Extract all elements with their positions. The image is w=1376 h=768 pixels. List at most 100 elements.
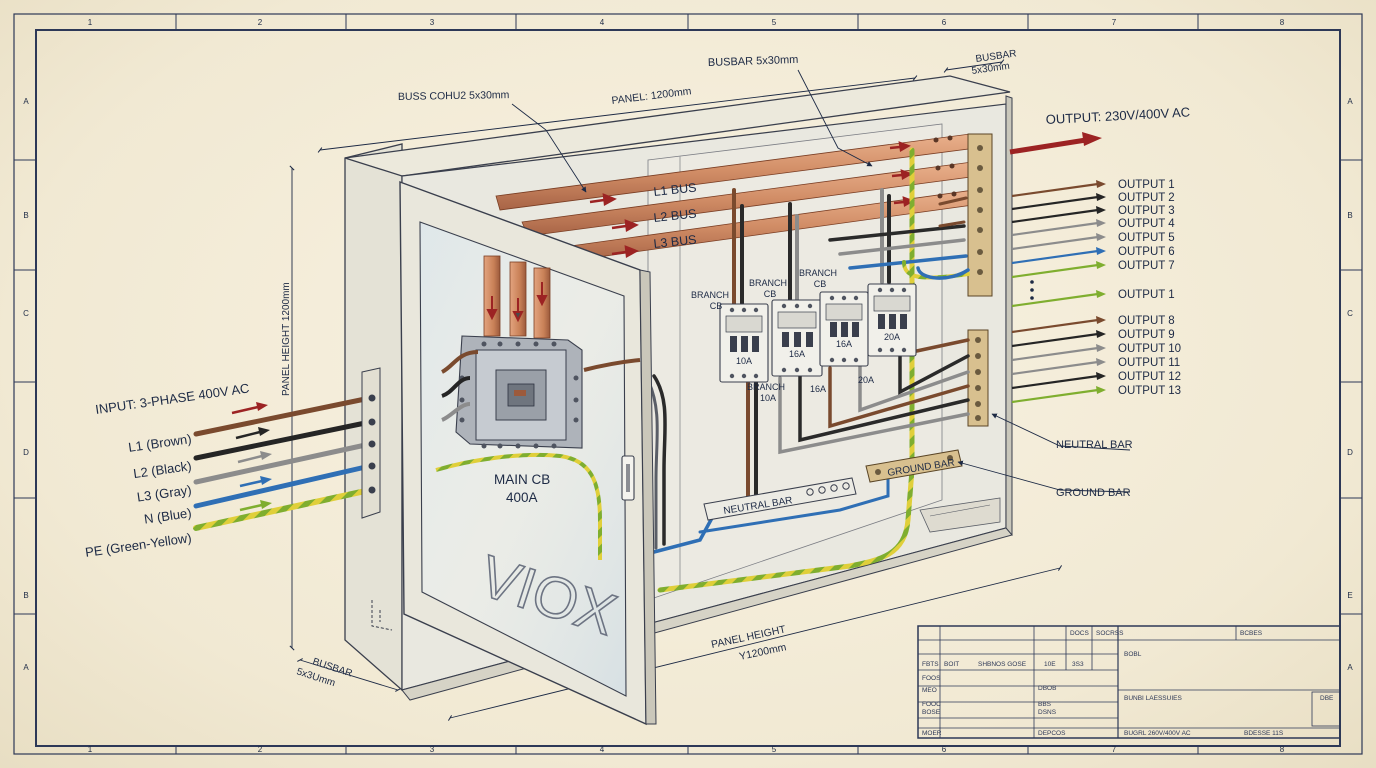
cb1-bottom-1: BRANCH: [747, 382, 785, 392]
tb-r8-c3: BUGRL 260V/400V AC: [1124, 730, 1191, 737]
bus-label-l3: L3 BUS: [653, 233, 697, 251]
main-cb-label-2: 400A: [506, 490, 538, 505]
output-label: OUTPUT 13: [1118, 385, 1181, 397]
output-arrow-icon: [1096, 206, 1106, 214]
output-label: OUTPUT 12: [1118, 371, 1181, 383]
frame-row-right-4: D: [1347, 448, 1353, 457]
output-label: OUTPUT 5: [1118, 232, 1175, 244]
output-line: [1011, 235, 1099, 251]
cb4-rating: 20A: [884, 332, 900, 342]
output-line: [1011, 318, 1099, 334]
branch-cb-1[interactable]: [719, 303, 769, 383]
tb-r4-c1: FOOS: [922, 675, 941, 682]
output-main-label: OUTPUT: 230V/400V AC: [1045, 104, 1190, 127]
cb1-rating: 10A: [736, 356, 752, 366]
output-line: [1011, 346, 1099, 362]
dimension-lines: [289, 59, 1063, 721]
output-label: OUTPUT 7: [1118, 260, 1175, 272]
input-arrows: [231, 402, 272, 512]
output-arrow-icon: [1096, 219, 1106, 227]
frame-col-3: 3: [430, 18, 435, 27]
tb-r3-c2: BOIT: [944, 661, 959, 668]
tb-r8-c2: DEPCOS: [1038, 730, 1066, 737]
output-label: OUTPUT 6: [1118, 246, 1175, 258]
output-arrow-icon: [1096, 372, 1106, 380]
tb-r5-c3: BUNBI LAESSUIES: [1124, 695, 1182, 702]
frame-col-7: 7: [1112, 18, 1117, 27]
internal-wiring: [646, 147, 970, 593]
frame-col-2-bottom: 2: [258, 745, 263, 754]
cb3-top-1: BRANCH: [799, 268, 837, 278]
callout-leaders: [511, 69, 1131, 493]
frame-col-2: 2: [258, 18, 263, 27]
output-arrow-icon: [1096, 261, 1106, 269]
frame-col-4: 4: [600, 18, 605, 27]
cb2-top-1: BRANCH: [749, 278, 787, 288]
dim-panel-width: PANEL: 1200mm: [611, 85, 692, 107]
output-terminal-strips: [967, 133, 993, 427]
frame-col-8-bottom: 8: [1280, 745, 1285, 754]
tb-r3-c1: FBTS: [922, 661, 939, 668]
output-ellipsis-icon: [1030, 280, 1034, 300]
branch-cb-2[interactable]: [771, 299, 823, 377]
output-label: OUTPUT 10: [1118, 343, 1181, 355]
output-label: OUTPUT 2: [1118, 192, 1175, 204]
cb1-bottom-2: 10A: [760, 393, 776, 403]
output-label: OUTPUT 11: [1118, 357, 1180, 369]
callout-busbar-main: BUSBAR 5x30mm: [708, 54, 799, 69]
branch-cb-4[interactable]: [867, 283, 917, 357]
cb3-top-2: CB: [814, 279, 827, 289]
output-label: OUTPUT 1: [1118, 179, 1175, 191]
frame-row-right-6: A: [1347, 663, 1353, 672]
bus-label-l2: L2 BUS: [653, 207, 697, 225]
callout-neutral-bar: NEUTRAL BAR: [1056, 439, 1133, 451]
callout-ground-bar: GROUND BAR: [1056, 487, 1131, 499]
frame-row-left-5: B: [23, 591, 28, 600]
output-label: OUTPUT 1: [1118, 289, 1175, 301]
input-wire-l3-label: L3 (Gray): [136, 482, 192, 504]
output-line: [1011, 182, 1099, 198]
cb3-rating: 16A: [836, 339, 852, 349]
output-line: [1011, 388, 1099, 404]
tb-r3-c3: SHBNOS GOSE: [978, 661, 1027, 668]
frame-col-4-bottom: 4: [600, 745, 605, 754]
output-line: [1011, 263, 1099, 279]
tb-r7-c1: BOSE: [922, 709, 941, 716]
tb-r1-c2: SOCRSS: [1096, 630, 1124, 637]
output-line: [1011, 195, 1099, 211]
input-cables: [193, 395, 373, 531]
output-line: [1011, 292, 1099, 308]
output-line: [1011, 374, 1099, 390]
tb-r5-c1: MEO: [922, 687, 937, 694]
branch-cb-group: [719, 283, 917, 383]
drawing-frame: 1 2 3 4 5 6 7 8 1 2 3 4 5 6 7 8 A B C D …: [13, 13, 1363, 755]
output-arrow-icon: [1096, 344, 1106, 352]
output-arrow-icon: [1096, 386, 1106, 394]
frame-row-right-1: A: [1347, 97, 1353, 106]
main-breaker[interactable]: [435, 255, 641, 560]
callout-busbar-left: BUSS COHU2 5x30mm: [398, 89, 510, 103]
output-label: OUTPUT 9: [1118, 329, 1175, 341]
frame-col-6-bottom: 6: [942, 745, 947, 754]
tb-r7-c2: DSNS: [1038, 709, 1057, 716]
frame-col-5: 5: [772, 18, 777, 27]
cb2-rating: 16A: [789, 349, 805, 359]
output-line: [1011, 208, 1099, 224]
busbars: [495, 133, 981, 263]
input-wire-l1-label: L1 (Brown): [127, 431, 192, 455]
frame-col-1-bottom: 1: [88, 745, 93, 754]
output-line: [1011, 332, 1099, 348]
output-line: [1011, 221, 1099, 237]
inner-ground-bar: [865, 449, 963, 483]
inner-neutral-bar: [703, 477, 857, 521]
output-main-arrow: [1009, 132, 1102, 155]
tb-r5-c2: DBOB: [1038, 685, 1056, 692]
input-wire-n-label: N (Blue): [143, 505, 192, 526]
output-arrow-icon: [1096, 316, 1106, 324]
input-title: INPUT: 3-PHASE 400V AC: [94, 380, 250, 416]
frame-row-right-3: C: [1347, 309, 1353, 318]
branch-cb-3[interactable]: [819, 291, 869, 367]
tb-r3-c4: 10E: [1044, 661, 1056, 668]
